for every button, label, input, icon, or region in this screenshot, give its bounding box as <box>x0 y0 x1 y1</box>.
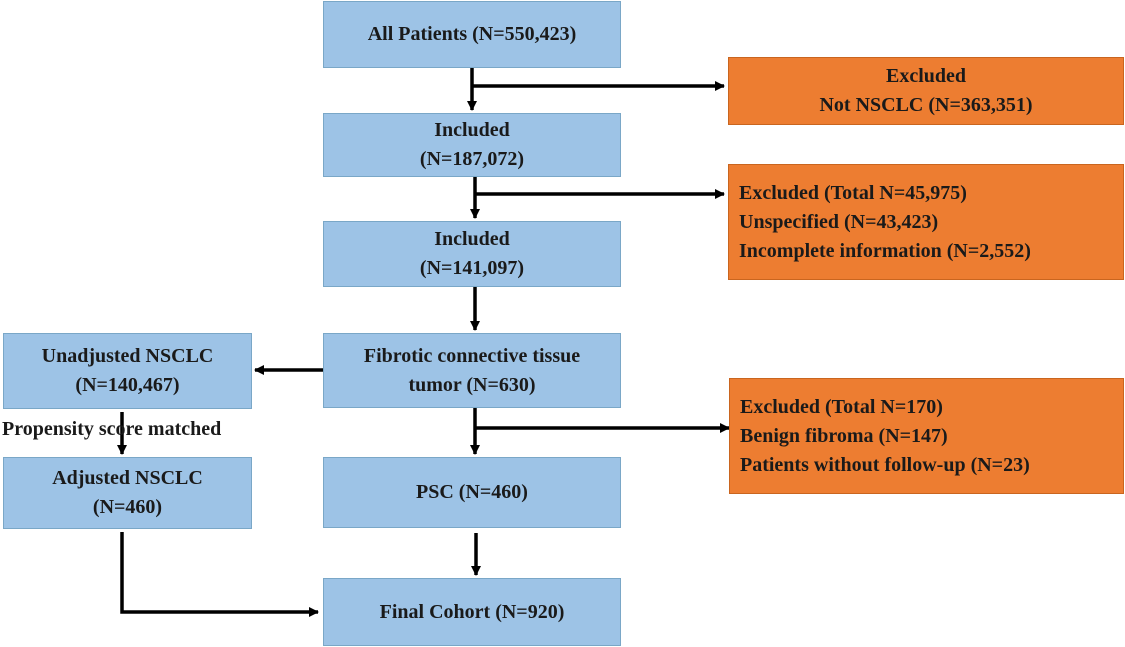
arrow-adjusted-to-final <box>120 532 319 617</box>
box-excluded-not-nsclc-line-2: Not NSCLC (N=363,351) <box>819 94 1033 116</box>
box-included-2-line-2: (N=141,097) <box>419 257 525 279</box>
box-included-1-line-1: Included <box>434 119 510 141</box>
box-fibrotic-tumor-line-1: Fibrotic connective tissue <box>363 344 581 367</box>
box-fibrotic-tumor-line-2: tumor (N=630) <box>408 373 536 396</box>
box-included-2-line-1: Included <box>434 228 510 250</box>
box-excluded-benign: Excluded (Total N=170) Benign fibroma (N=… <box>729 378 1124 494</box>
box-unadjusted-nsclc: Unadjusted NSCLC (N=140,467) <box>3 333 252 409</box>
box-included-2: Included (N=141,097) <box>323 221 621 287</box>
box-final-cohort-line-1: Final Cohort (N=920) <box>379 600 565 623</box>
box-unadjusted-nsclc-line-2: (N=140,467) <box>75 374 180 396</box>
box-all-patients-line-1: All Patients (N=550,423) <box>367 23 577 45</box>
box-excluded-benign-line-2: Benign fibroma (N=147) <box>740 424 948 447</box>
box-all-patients: All Patients (N=550,423) <box>323 1 621 68</box>
box-excluded-unspecified-line-1: Excluded (Total N=45,975) <box>739 181 967 204</box>
box-excluded-unspecified-line-3: Incomplete information (N=2,552) <box>739 239 1031 262</box>
box-included-1: Included (N=187,072) <box>323 113 621 177</box>
box-adjusted-nsclc-line-1: Adjusted NSCLC <box>52 467 203 489</box>
box-psc: PSC (N=460) <box>323 457 621 528</box>
box-fibrotic-tumor: Fibrotic connective tissue tumor (N=630) <box>323 333 621 408</box>
box-excluded-unspecified-line-2: Unspecified (N=43,423) <box>739 210 939 233</box>
box-excluded-benign-line-3: Patients without follow-up (N=23) <box>740 453 1030 476</box>
box-adjusted-nsclc-line-2: (N=460) <box>92 496 163 518</box>
box-excluded-not-nsclc-line-1: Excluded <box>885 65 967 87</box>
box-included-1-line-2: (N=187,072) <box>419 148 525 170</box>
box-unadjusted-nsclc-line-1: Unadjusted NSCLC <box>41 345 214 367</box>
box-final-cohort: Final Cohort (N=920) <box>323 578 621 646</box>
box-adjusted-nsclc: Adjusted NSCLC (N=460) <box>3 457 252 529</box>
propensity-score-label: Propensity score matched <box>2 418 222 440</box>
box-excluded-unspecified: Excluded (Total N=45,975) Unspecified (N=… <box>728 164 1124 280</box>
box-psc-line-1: PSC (N=460) <box>416 481 528 503</box>
box-excluded-benign-line-1: Excluded (Total N=170) <box>740 395 943 418</box>
